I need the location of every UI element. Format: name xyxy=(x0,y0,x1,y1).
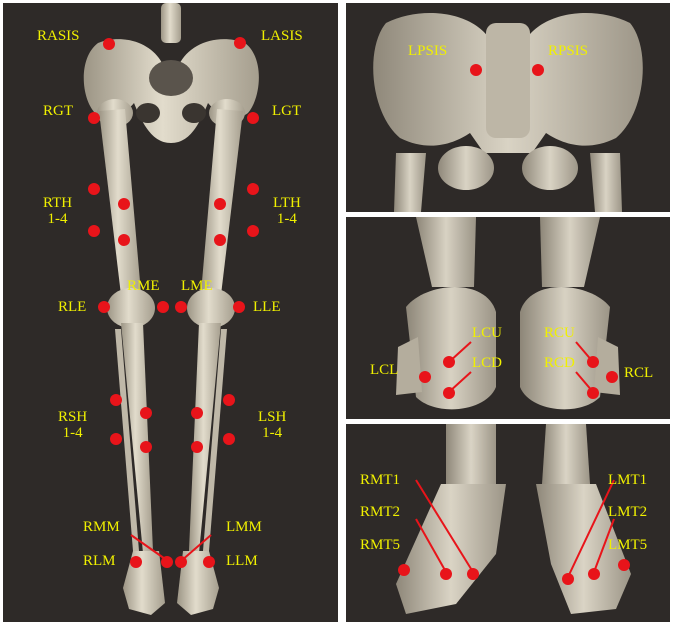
marker-lmt1 xyxy=(562,573,574,585)
marker-lle xyxy=(233,301,245,313)
label-rmt1: RMT1 xyxy=(360,472,400,488)
marker-lgt xyxy=(247,112,259,124)
marker-rme xyxy=(157,301,169,313)
label-lth-range: 1-4 xyxy=(273,211,301,227)
marker-lasis xyxy=(234,37,246,49)
marker-rmt1 xyxy=(467,568,479,580)
label-lsh-range: 1-4 xyxy=(258,425,286,441)
marker-rsh-2 xyxy=(140,407,152,419)
label-rle: RLE xyxy=(58,299,86,315)
marker-lsh-3 xyxy=(223,433,235,445)
label-rsh: RSH 1-4 xyxy=(58,409,87,441)
label-rgt: RGT xyxy=(43,103,73,119)
marker-lmt2 xyxy=(588,568,600,580)
marker-rle xyxy=(98,301,110,313)
label-lsh-name: LSH xyxy=(258,409,286,425)
label-rth: RTH 1-4 xyxy=(43,195,72,227)
label-lgt: LGT xyxy=(272,103,301,119)
pelvis-panel: LPSIS RPSIS xyxy=(346,3,670,212)
marker-lsh-2 xyxy=(191,407,203,419)
label-lmt2: LMT2 xyxy=(608,504,647,520)
marker-lth-1 xyxy=(247,183,259,195)
label-lme: LME xyxy=(181,278,213,294)
marker-rth-2 xyxy=(118,198,130,210)
label-rth-name: RTH xyxy=(43,195,72,211)
label-lth-name: LTH xyxy=(273,195,301,211)
marker-rsh-3 xyxy=(110,433,122,445)
marker-rmt5 xyxy=(398,564,410,576)
label-rmm: RMM xyxy=(83,519,120,535)
marker-rcd xyxy=(587,387,599,399)
label-rcu: RCU xyxy=(544,325,575,341)
label-rth-range: 1-4 xyxy=(43,211,72,227)
label-llm: LLM xyxy=(226,553,258,569)
legs-panel: RASIS LASIS RGT LGT RTH 1-4 LTH 1-4 RLE … xyxy=(3,3,338,622)
marker-lpsis xyxy=(470,64,482,76)
lower-limb-skeleton xyxy=(3,3,338,622)
marker-rmm xyxy=(161,556,173,568)
label-lle: LLE xyxy=(253,299,281,315)
marker-lth-4 xyxy=(214,234,226,246)
label-lth: LTH 1-4 xyxy=(273,195,301,227)
label-rpsis: RPSIS xyxy=(548,43,588,59)
marker-lcu xyxy=(443,356,455,368)
marker-rcl xyxy=(606,371,618,383)
label-rsh-range: 1-4 xyxy=(58,425,87,441)
marker-rsh-1 xyxy=(110,394,122,406)
marker-lsh-4 xyxy=(191,441,203,453)
marker-rgt xyxy=(88,112,100,124)
heel-panel: LCU LCD LCL RCU RCD RCL xyxy=(346,217,670,419)
marker-rth-4 xyxy=(118,234,130,246)
label-rmt2: RMT2 xyxy=(360,504,400,520)
label-lcu: LCU xyxy=(472,325,502,341)
marker-rth-1 xyxy=(88,183,100,195)
label-lmt5: LMT5 xyxy=(608,537,647,553)
label-rcd: RCD xyxy=(544,355,575,371)
label-lmt1: LMT1 xyxy=(608,472,647,488)
label-rsh-name: RSH xyxy=(58,409,87,425)
marker-lsh-1 xyxy=(223,394,235,406)
marker-lcl xyxy=(419,371,431,383)
label-rmt5: RMT5 xyxy=(360,537,400,553)
label-rme: RME xyxy=(127,278,160,294)
label-lsh: LSH 1-4 xyxy=(258,409,286,441)
marker-rasis xyxy=(103,38,115,50)
label-rasis: RASIS xyxy=(37,28,80,44)
marker-lme xyxy=(175,301,187,313)
label-lmm: LMM xyxy=(226,519,262,535)
label-rlm: RLM xyxy=(83,553,116,569)
marker-rcu xyxy=(587,356,599,368)
marker-lmt5 xyxy=(618,559,630,571)
marker-lcd xyxy=(443,387,455,399)
foot-illustration xyxy=(346,424,670,622)
marker-rpsis xyxy=(532,64,544,76)
label-rcl: RCL xyxy=(624,365,653,381)
marker-rsh-4 xyxy=(140,441,152,453)
foot-panel: RMT1 RMT2 RMT5 LMT1 LMT2 LMT5 xyxy=(346,424,670,622)
label-lcd: LCD xyxy=(472,355,502,371)
marker-rth-3 xyxy=(88,225,100,237)
label-lcl: LCL xyxy=(370,362,398,378)
marker-lth-2 xyxy=(214,198,226,210)
marker-rlm xyxy=(130,556,142,568)
label-lpsis: LPSIS xyxy=(408,43,447,59)
marker-lmm xyxy=(175,556,187,568)
label-lasis: LASIS xyxy=(261,28,303,44)
posterior-pelvis-illustration xyxy=(346,3,670,212)
heel-illustration xyxy=(346,217,670,419)
marker-llm xyxy=(203,556,215,568)
marker-lth-3 xyxy=(247,225,259,237)
marker-rmt2 xyxy=(440,568,452,580)
